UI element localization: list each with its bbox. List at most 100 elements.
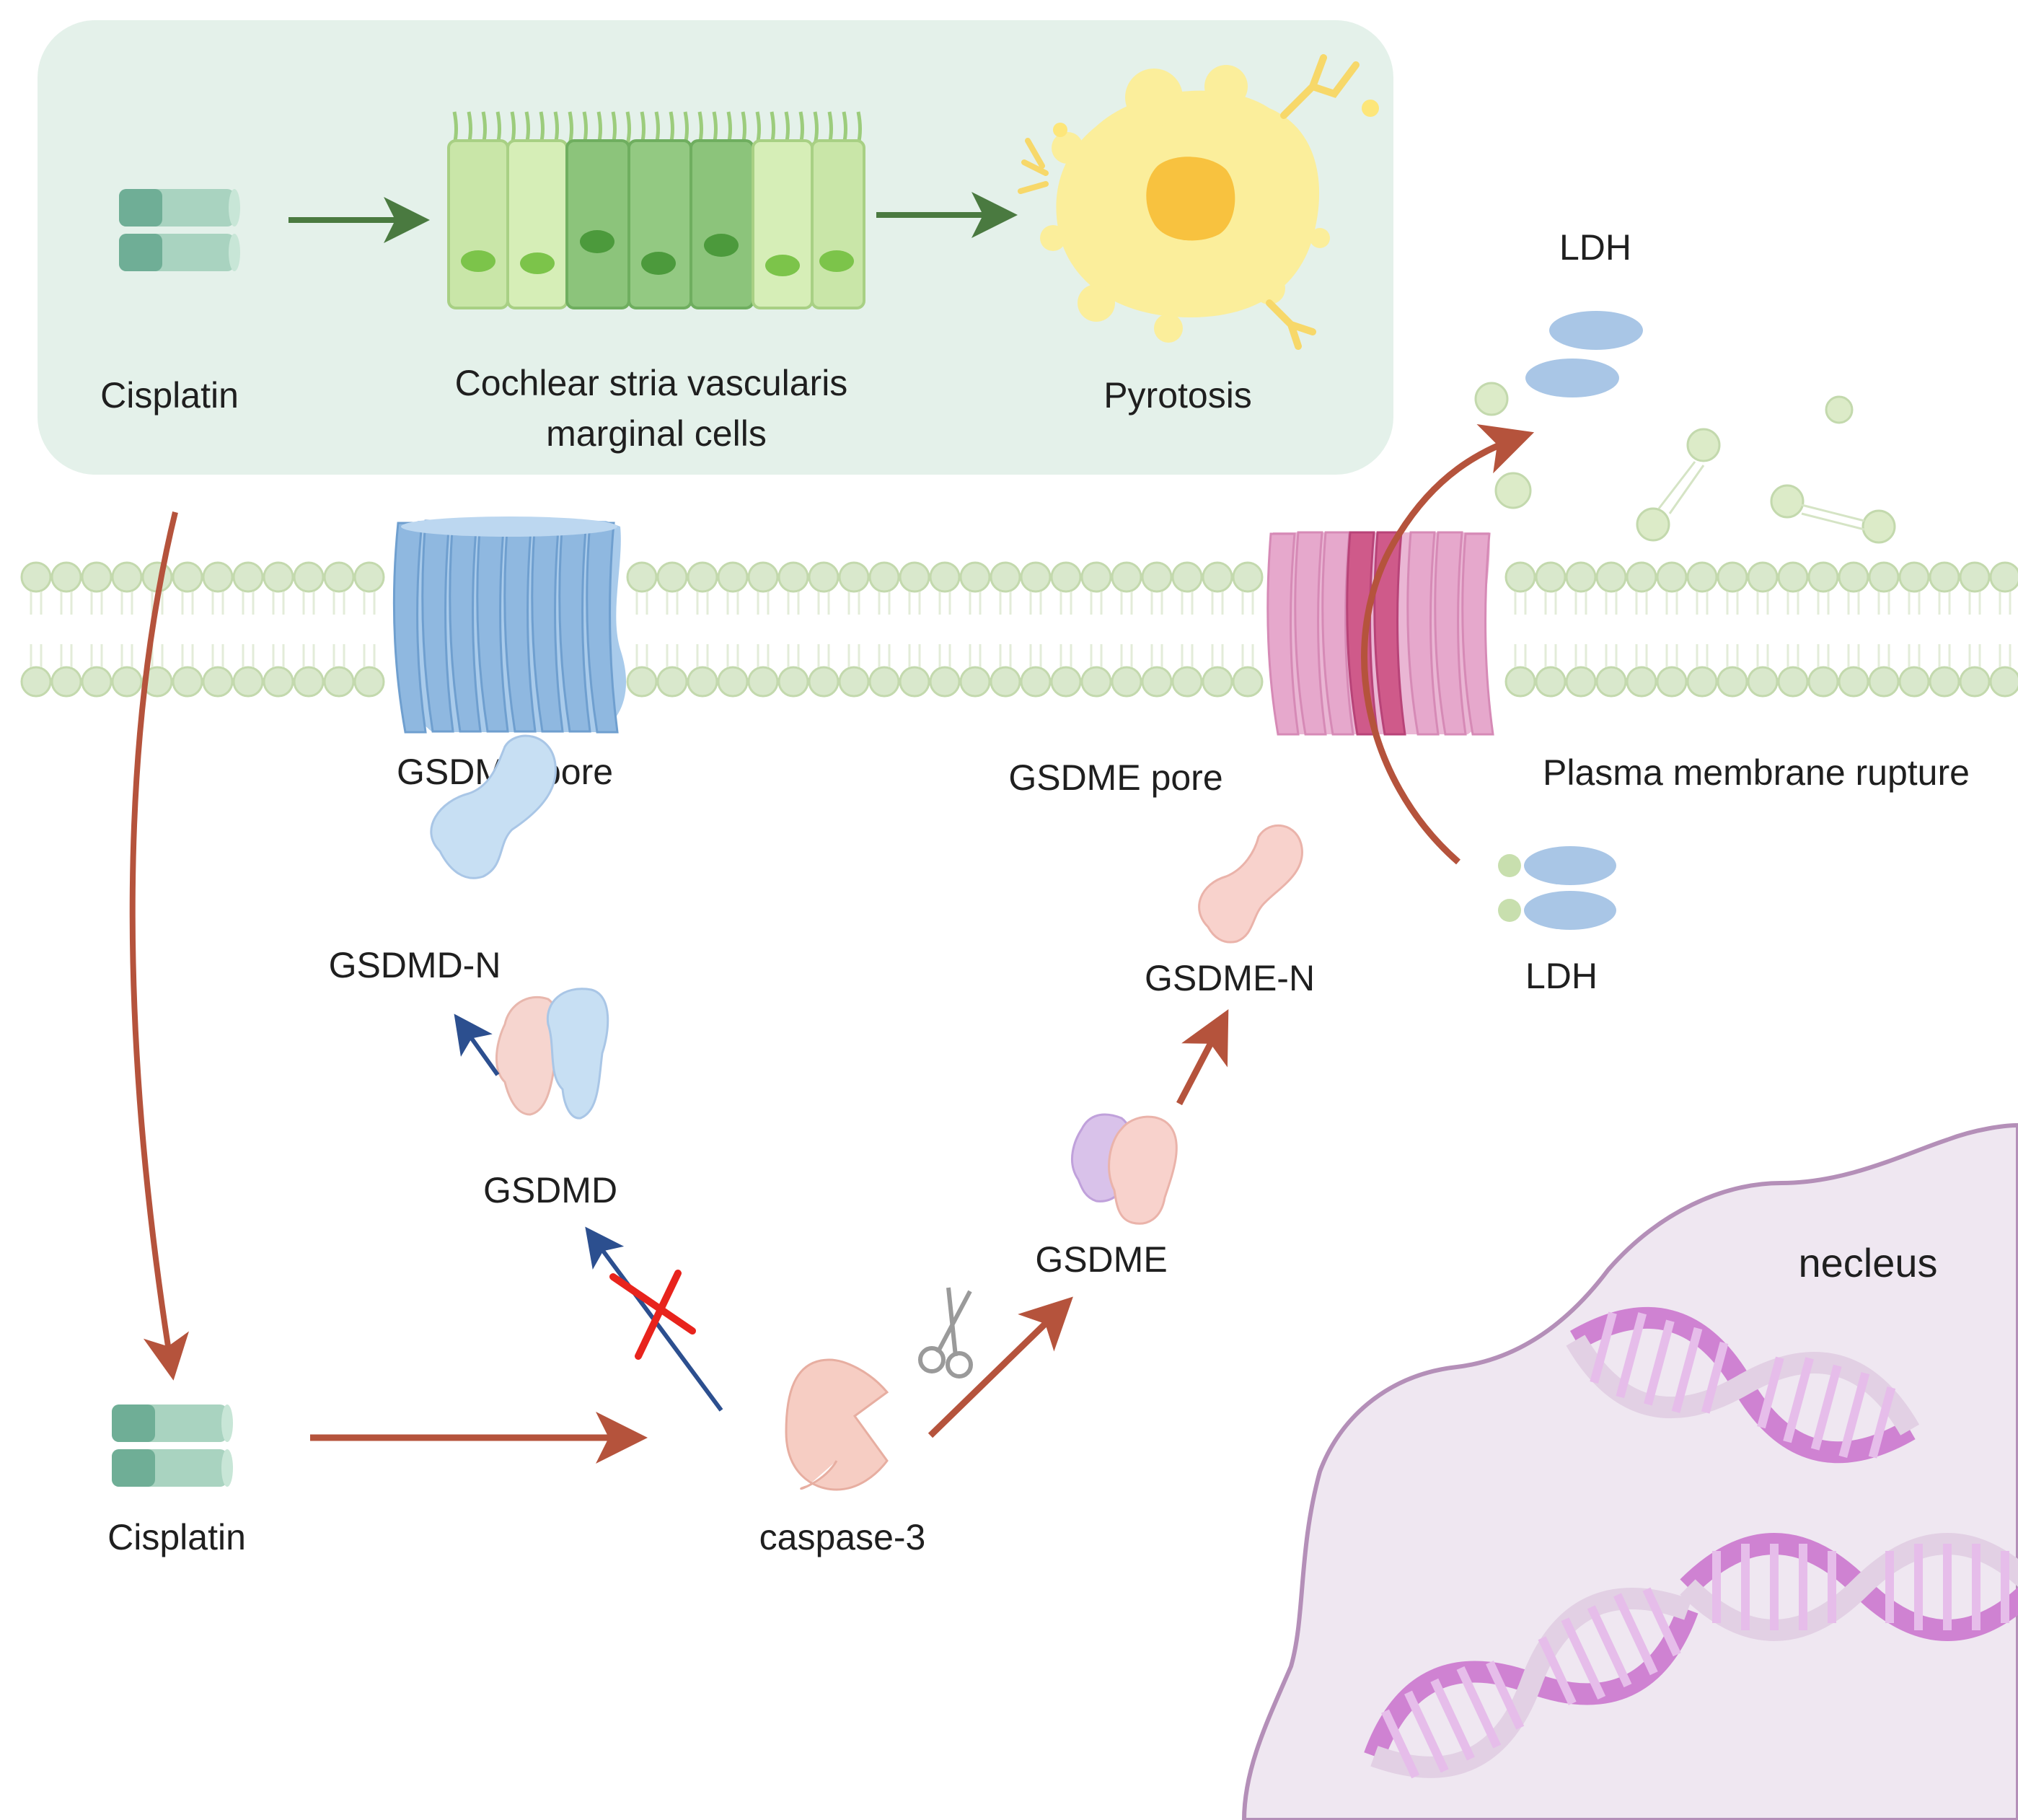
membrane-bead bbox=[1020, 666, 1052, 698]
membrane-bead bbox=[626, 561, 658, 593]
released-particles bbox=[1474, 382, 1896, 544]
membrane-bead bbox=[202, 561, 234, 593]
membrane-bead bbox=[353, 666, 385, 698]
membrane-bead bbox=[1111, 561, 1142, 593]
membrane-bead bbox=[232, 561, 264, 593]
arrow-gsdme-to-gsdme-n bbox=[1176, 1009, 1229, 1106]
membrane-bead bbox=[808, 666, 840, 698]
ldh-icon bbox=[1498, 846, 1616, 930]
membrane-bead bbox=[1141, 666, 1173, 698]
arrow-ldh-release bbox=[1361, 423, 1535, 865]
membrane-bead bbox=[172, 666, 203, 698]
label-gsdme-pore: GSDME pore bbox=[1008, 757, 1222, 798]
membrane-bead bbox=[111, 561, 143, 593]
membrane-bead bbox=[1050, 666, 1082, 698]
membrane-bead bbox=[1717, 561, 1748, 593]
membrane-bead bbox=[1777, 666, 1809, 698]
cisplatin-icon bbox=[112, 1404, 233, 1487]
label-gsdme-n: GSDME-N bbox=[1145, 958, 1315, 998]
membrane-bead bbox=[1898, 666, 1930, 698]
membrane-bead bbox=[868, 666, 900, 698]
membrane-bead bbox=[717, 561, 749, 593]
membrane-bead bbox=[1595, 666, 1627, 698]
membrane-bead bbox=[1202, 666, 1233, 698]
membrane-bead bbox=[1868, 666, 1900, 698]
membrane-bead bbox=[838, 666, 870, 698]
scissors-icon bbox=[918, 1287, 973, 1379]
membrane-bead bbox=[1504, 561, 1536, 593]
membrane-bead bbox=[1050, 561, 1082, 593]
membrane-bead bbox=[1898, 561, 1930, 593]
arrow-gsdmd-to-gsdmd-n bbox=[454, 1014, 500, 1076]
label-gsdme: GSDME bbox=[1035, 1239, 1167, 1280]
dna-icon bbox=[1364, 1587, 1698, 1779]
membrane-bead bbox=[1747, 561, 1779, 593]
membrane-bead bbox=[202, 666, 234, 698]
gsdmd-n-icon bbox=[430, 734, 557, 879]
membrane-bead bbox=[1504, 666, 1536, 698]
label-nucleus: necleus bbox=[1798, 1240, 1937, 1285]
membrane-bead bbox=[1232, 561, 1264, 593]
label-caspase3: caspase-3 bbox=[759, 1517, 926, 1557]
membrane-bead bbox=[777, 561, 809, 593]
membrane-bead bbox=[687, 666, 718, 698]
membrane-bead bbox=[1807, 666, 1839, 698]
marginal-cells-icon bbox=[447, 111, 865, 309]
membrane-bead bbox=[1717, 666, 1748, 698]
membrane-bead bbox=[1838, 666, 1869, 698]
membrane-bead bbox=[838, 561, 870, 593]
membrane-bead bbox=[172, 561, 203, 593]
nucleus-icon bbox=[1241, 1122, 2018, 1820]
membrane-bead bbox=[747, 666, 779, 698]
membrane-bead bbox=[353, 561, 385, 593]
membrane-bead bbox=[1686, 666, 1718, 698]
membrane-bead bbox=[959, 561, 991, 593]
ldh-icon bbox=[1525, 311, 1643, 397]
membrane-bead bbox=[50, 666, 82, 698]
membrane-bead bbox=[1656, 666, 1688, 698]
membrane-bead bbox=[1565, 666, 1597, 698]
label-cochlear-line2: marginal cells bbox=[546, 413, 767, 454]
membrane-bead bbox=[1777, 561, 1809, 593]
plasma-membrane bbox=[20, 561, 2018, 698]
label-ldh-out: LDH bbox=[1559, 227, 1631, 268]
membrane-bead bbox=[808, 561, 840, 593]
membrane-bead bbox=[1989, 666, 2018, 698]
membrane-bead bbox=[1747, 666, 1779, 698]
membrane-bead bbox=[81, 666, 113, 698]
membrane-bead bbox=[1838, 561, 1869, 593]
caspase-icon bbox=[785, 1358, 889, 1491]
membrane-bead bbox=[990, 561, 1021, 593]
label-gsdmd-n: GSDMD-N bbox=[329, 945, 501, 985]
membrane-bead bbox=[263, 561, 294, 593]
membrane-bead bbox=[1080, 666, 1112, 698]
label-membrane-rupture: Plasma membrane rupture bbox=[1543, 752, 1970, 793]
membrane-bead bbox=[899, 561, 930, 593]
membrane-bead bbox=[656, 666, 688, 698]
membrane-bead bbox=[20, 666, 52, 698]
membrane-bead bbox=[263, 666, 294, 698]
membrane-bead bbox=[1565, 561, 1597, 593]
membrane-bead bbox=[868, 561, 900, 593]
membrane-bead bbox=[626, 666, 658, 698]
membrane-bead bbox=[111, 666, 143, 698]
gsdmd-icon bbox=[495, 988, 609, 1120]
membrane-bead bbox=[293, 666, 325, 698]
membrane-bead bbox=[717, 666, 749, 698]
membrane-bead bbox=[1080, 561, 1112, 593]
membrane-bead bbox=[1959, 561, 1991, 593]
membrane-bead bbox=[1626, 561, 1657, 593]
membrane-bead bbox=[1141, 561, 1173, 593]
membrane-bead bbox=[323, 666, 355, 698]
label-ldh-in: LDH bbox=[1525, 956, 1598, 996]
membrane-bead bbox=[1171, 666, 1203, 698]
label-cisplatin-top: Cisplatin bbox=[100, 375, 239, 416]
membrane-bead bbox=[1595, 561, 1627, 593]
membrane-bead bbox=[81, 561, 113, 593]
label-gsdmd: GSDMD bbox=[483, 1170, 617, 1210]
membrane-bead bbox=[990, 666, 1021, 698]
gsdme-pore-icon bbox=[1266, 531, 1494, 736]
label-pyrotosis: Pyrotosis bbox=[1103, 375, 1252, 416]
membrane-bead bbox=[1626, 666, 1657, 698]
membrane-bead bbox=[1686, 561, 1718, 593]
